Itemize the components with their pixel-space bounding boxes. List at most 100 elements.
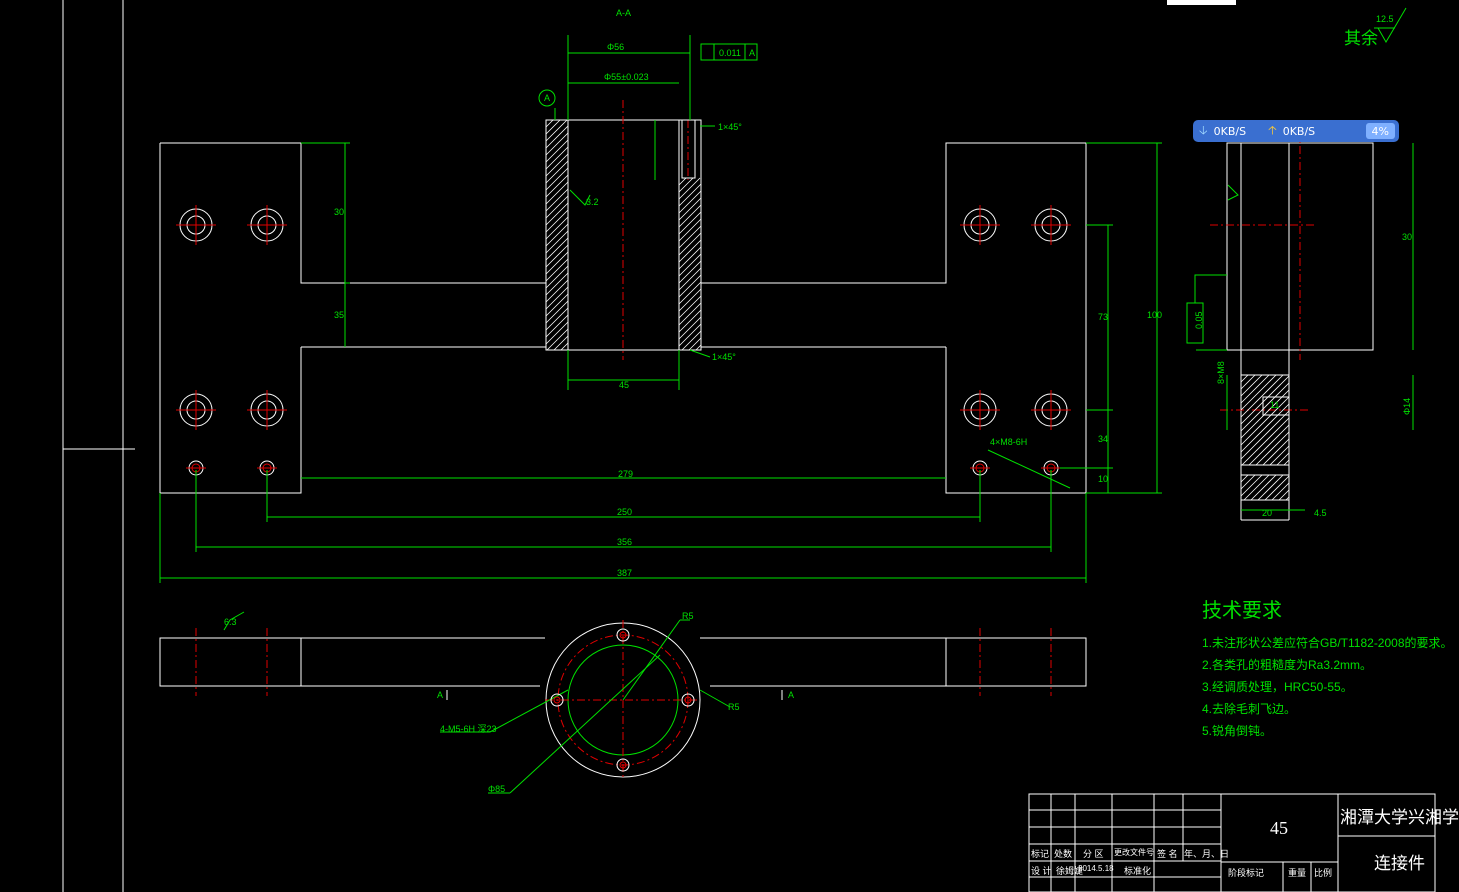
hatch-line <box>1262 438 1290 466</box>
hatch-line <box>1276 452 1290 466</box>
hatch-line <box>1240 410 1290 460</box>
hatch-line <box>1240 374 1284 418</box>
dim-34: 34 <box>1098 434 1108 444</box>
hatch-line <box>1285 496 1290 501</box>
hatch-line <box>678 204 702 228</box>
hatch-line <box>545 125 569 149</box>
flange-hole <box>616 758 630 772</box>
bottom-d85: Φ85 <box>488 784 505 794</box>
tech-requirements-title: 技术要求 <box>1202 598 1282 622</box>
title-block <box>1028 793 1436 892</box>
side-view <box>1186 130 1414 521</box>
hatch-line <box>545 272 569 296</box>
bottom-holes-note: 4-M5-6H 深23 <box>440 724 497 734</box>
hatch-line <box>678 302 702 326</box>
tb-header: 分 区 <box>1083 849 1104 859</box>
hatch-line <box>1271 482 1290 501</box>
dim-bore: Φ55±0.023 <box>604 72 649 82</box>
hatch-line <box>545 307 569 331</box>
dim-35: 35 <box>334 310 344 320</box>
hatch-line <box>678 316 702 340</box>
bottom-ra: 6.3 <box>224 617 237 627</box>
datum-label: A <box>544 93 550 103</box>
hatch-line <box>678 309 702 333</box>
side-flatness: 0.05 <box>1194 311 1204 329</box>
hatch-line <box>545 167 569 191</box>
hatch-line <box>1240 474 1249 483</box>
dim-387: 387 <box>617 568 632 578</box>
mounting-hole <box>1031 205 1071 245</box>
hatch-line <box>545 153 569 177</box>
hatch-line <box>1240 374 1263 397</box>
part-name: 连接件 <box>1374 854 1425 874</box>
hatch-line <box>545 216 569 240</box>
hatch-line <box>678 225 702 249</box>
cpu-percent: 4% <box>1365 123 1395 139</box>
hatch-line <box>678 323 702 347</box>
flange-hole <box>681 693 695 707</box>
hatch-line <box>545 230 569 254</box>
mounting-hole <box>247 390 287 430</box>
hatch-line <box>1240 382 1290 432</box>
dim-tol-flat: 0.011 <box>719 48 741 58</box>
hatch-line <box>545 237 569 261</box>
dim-phi56: Φ56 <box>607 42 624 52</box>
hatch-line <box>1240 389 1290 439</box>
hatch-line <box>1264 475 1290 501</box>
hatch-line <box>678 197 702 221</box>
hatch-line <box>678 253 702 277</box>
hatch-line <box>545 223 569 247</box>
hatch-line <box>1240 374 1270 404</box>
dim-45: 45 <box>619 380 629 390</box>
hatch-line <box>553 335 569 351</box>
hatch-line <box>560 342 569 351</box>
hatch-line <box>1283 459 1290 466</box>
tb-standard: 标准化 <box>1124 866 1152 876</box>
side-phi14: Φ14 <box>1402 398 1412 415</box>
flange-hole <box>616 628 630 642</box>
top-white-box <box>1167 0 1236 5</box>
hatch-line <box>678 190 702 214</box>
roughness-rest-label: 其余 <box>1344 29 1378 49</box>
hatch-line <box>545 314 569 338</box>
hatch-line <box>545 251 569 275</box>
section-mark-right: A <box>788 690 794 700</box>
hatch-line <box>1240 374 1277 411</box>
tech-item: 3.经调质处理，HRC50-55。 <box>1202 680 1353 694</box>
hatch-line <box>1241 417 1290 466</box>
hatch-line <box>678 274 702 298</box>
tb-date: 2014.5.18 <box>1078 864 1114 873</box>
hatch-line <box>678 183 702 207</box>
hatch-line <box>681 330 702 351</box>
hatch-line <box>1240 474 1263 497</box>
side-dim-30: 30 <box>1402 232 1412 242</box>
dim-100: 100 <box>1147 310 1162 320</box>
dim-250: 250 <box>617 507 632 517</box>
hatch-line <box>545 132 569 156</box>
tech-item: 2.各类孔的粗糙度为Ra3.2mm。 <box>1202 658 1373 672</box>
dim-73: 73 <box>1098 312 1108 322</box>
tech-item: 5.锐角倒钝。 <box>1202 724 1273 738</box>
hatch-line <box>678 239 702 263</box>
holes-note: 4×M8-6H <box>990 437 1027 447</box>
dim-chamfer-top: 1×45° <box>718 122 742 132</box>
mounting-hole <box>176 390 216 430</box>
hatch-line <box>678 177 701 200</box>
dim-datum-ref: A <box>749 48 755 58</box>
bottom-r5: R5 <box>682 611 694 621</box>
hatch-line <box>1240 375 1290 425</box>
dim-356: 356 <box>617 537 632 547</box>
tb-header: 标记 <box>1031 849 1050 859</box>
hatch-line <box>1248 424 1290 466</box>
download-arrow-icon: 🡣 <box>1199 122 1208 137</box>
dim-10: 10 <box>1098 474 1108 484</box>
hatch-line <box>1240 374 1249 383</box>
mounting-hole <box>960 205 1000 245</box>
hatch-line <box>545 188 569 212</box>
tb-stage-header: 比例 <box>1314 868 1333 878</box>
hatch-line <box>545 258 569 282</box>
tb-header: 处数 <box>1054 849 1073 859</box>
net-speed-widget[interactable]: 🡣 0KB/S 🡡 0KB/S 4% <box>1193 120 1399 142</box>
roughness-ra: 3.2 <box>586 197 599 207</box>
hatch-line <box>1240 396 1290 446</box>
